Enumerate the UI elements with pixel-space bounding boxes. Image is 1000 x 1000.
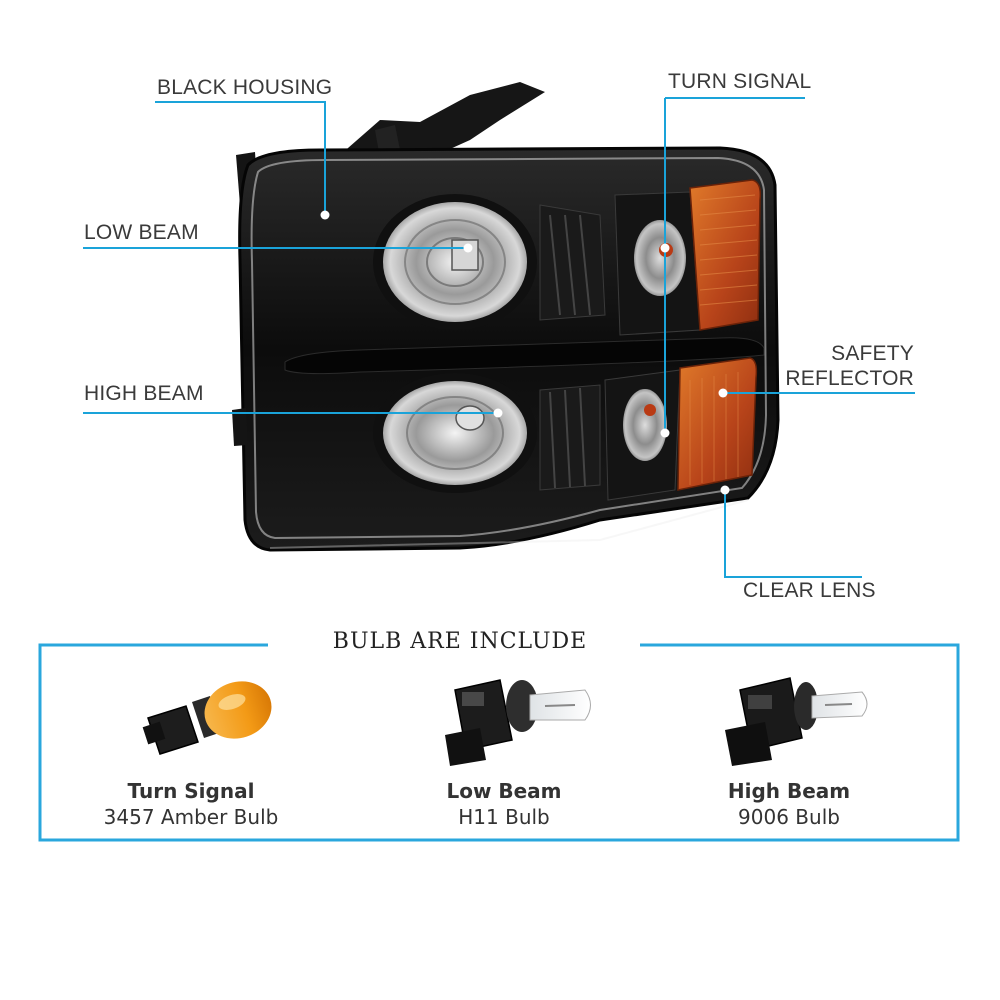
label-low-beam: LOW BEAM — [84, 221, 199, 244]
9006-bulb-icon — [725, 677, 868, 766]
bulb-name: Turn Signal — [127, 779, 255, 803]
bulb-spec: H11 Bulb — [458, 805, 550, 829]
callout-dot-low-beam — [463, 243, 473, 253]
bulb-name: High Beam — [727, 779, 851, 803]
callout-dot-high-beam — [493, 408, 503, 418]
callout-line-black-housing — [155, 101, 326, 215]
callout-dots — [320, 210, 730, 495]
label-clear-lens: CLEAR LENS — [743, 579, 876, 602]
bulb-item-high-beam: High Beam 9006 Bulb — [669, 779, 909, 829]
label-black-housing: BLACK HOUSING — [157, 76, 333, 99]
bulb-item-turn-signal: Turn Signal 3457 Amber Bulb — [71, 779, 311, 829]
callout-dot-safety-reflector — [718, 388, 728, 398]
bulb-spec: 3457 Amber Bulb — [103, 805, 279, 829]
label-turn-signal: TURN SIGNAL — [668, 70, 812, 93]
bulb-item-low-beam: Low Beam H11 Bulb — [384, 779, 624, 829]
bulbs-frame — [38, 643, 960, 842]
amber-bulb-icon — [142, 681, 272, 755]
callout-dot-turn-signal-upper — [660, 243, 670, 253]
headlight-assembly-image — [232, 82, 780, 552]
bulb-name: Low Beam — [446, 779, 562, 803]
callout-lines — [83, 97, 915, 578]
callout-line-clear-lens — [724, 490, 862, 578]
bulb-spec: 9006 Bulb — [738, 805, 840, 829]
callout-dot-clear-lens — [720, 485, 730, 495]
label-high-beam: HIGH BEAM — [84, 382, 204, 405]
callout-dot-black-housing — [320, 210, 330, 220]
h11-bulb-icon — [445, 679, 591, 766]
bulbs-section-title: BULB ARE INCLUDE — [332, 629, 588, 654]
label-safety-reflector-line1: SAFETY — [831, 342, 914, 365]
callout-dot-turn-signal-lower — [660, 428, 670, 438]
label-safety-reflector-line2: REFLECTOR — [785, 367, 914, 390]
